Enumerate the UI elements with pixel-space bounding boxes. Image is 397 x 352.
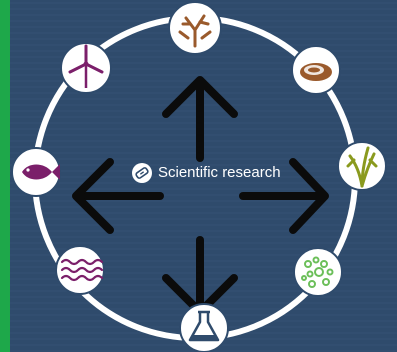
center-label: Scientific research [132, 161, 281, 185]
fish-icon [11, 147, 61, 197]
plankton-icon [293, 247, 343, 297]
arrow-right [239, 158, 329, 234]
diagram-panel: Scientific research [10, 0, 397, 352]
arrow-up [162, 76, 238, 162]
center-label-text: Scientific research [158, 164, 281, 181]
waves-icon [55, 245, 105, 295]
accent-bar [0, 0, 10, 352]
oyster-icon [291, 45, 341, 95]
wind-turbine-icon [60, 42, 112, 94]
arrow-left [72, 158, 164, 234]
lab-flask-icon [179, 303, 229, 352]
cycle-diagram [10, 0, 397, 352]
seagrass-icon [337, 141, 387, 191]
coral-icon [168, 1, 222, 55]
microscope-slide-icon [132, 163, 152, 183]
